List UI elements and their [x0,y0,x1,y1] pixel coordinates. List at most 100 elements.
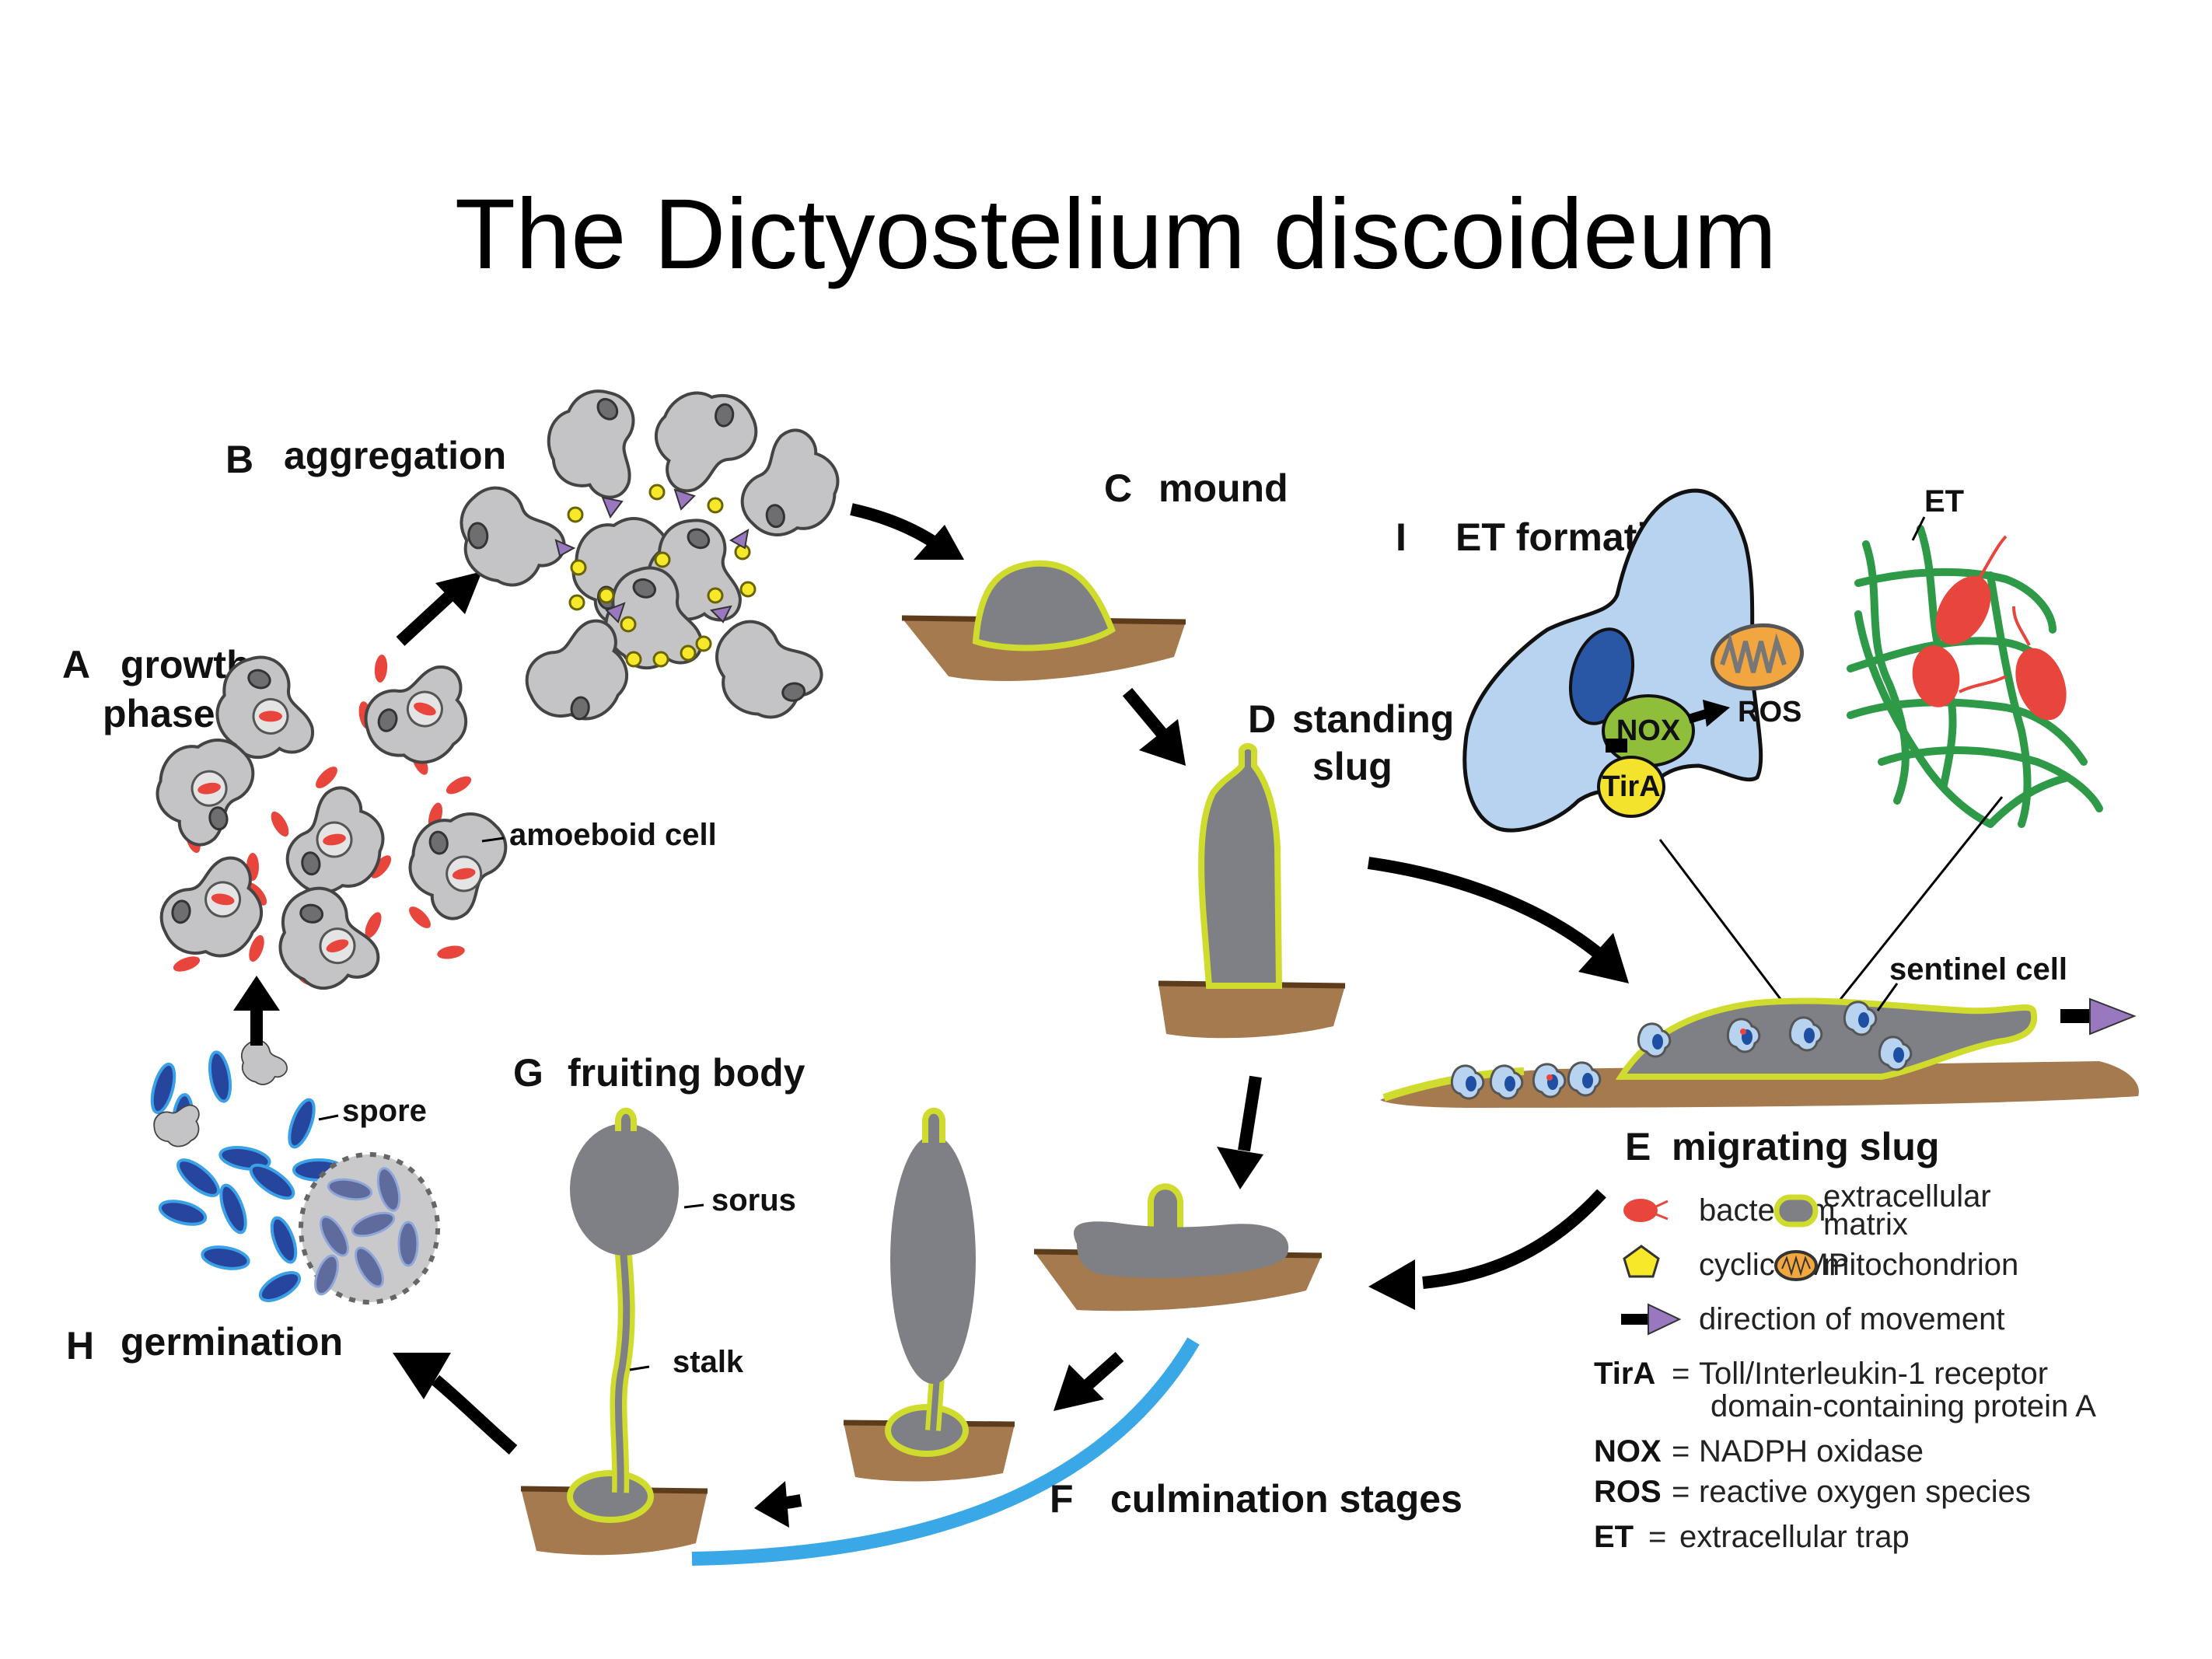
bacterium-icon [446,776,472,795]
abbreviation-et: ET = extracellular trap [1594,1520,1910,1554]
stage-f-culmination: F culmination stages [691,1107,1462,1566]
soil-icon [1158,983,1345,1039]
direction-arrowhead-icon [673,488,696,511]
zoom-callout-line-right [1837,796,2004,1002]
stage-h-label: germination [121,1320,343,1364]
stage-g-letter: G [513,1051,543,1095]
extracellular-matrix-icon [1773,1194,1819,1228]
mitochondrion-icon [1710,623,1805,691]
bacterium-icon [409,906,431,928]
cyclic-amp-icon [648,484,666,501]
abbr-definition-line1: Toll/Interleukin-1 receptor [1699,1357,2048,1391]
amoeboid-cell [274,780,393,900]
migrating-slug-icon [1615,997,2038,1080]
tira-icon [1597,756,1665,818]
culmination-sorus-icon [890,1135,976,1384]
stage-e-letter: E [1625,1125,1651,1168]
legend-label-line1: extracellular [1823,1179,1991,1214]
stage-g-label: fruiting body [568,1051,805,1095]
arrow-g-to-h [393,1353,518,1455]
stage-d-label-line1: standing [1292,697,1454,741]
cyclic-amp-icon [567,506,584,523]
page-title: The Dictyostelium discoideum [455,179,1777,290]
amoeboid-cell-leader [481,836,505,843]
stage-a-label-line2: phase [103,692,215,735]
stage-b-aggregation: B aggregation [225,374,847,728]
spore-icon [208,1050,232,1103]
bacterium-icon [316,767,337,788]
stalk-label: stalk [673,1345,744,1379]
arrowhead-icon [1217,1147,1263,1189]
cyclic-amp-icon [695,635,712,652]
spore-icon [288,1098,316,1149]
abbr-key: TirA [1594,1357,1655,1391]
chemotaxis-arrows [554,488,750,623]
amoeboid-cell-label: amoeboid cell [509,818,717,852]
spore-leader [318,1114,339,1121]
arrowhead-icon [1578,933,1629,983]
trapped-bacterium-icon [2015,648,2067,721]
abbr-key: ROS [1594,1475,1662,1509]
spore-icon [176,1158,220,1197]
sorus-cross-section [299,1152,440,1304]
abbr-eq: = [1672,1475,1690,1509]
abbreviation-nox: NOX = NADPH oxidase [1594,1434,1924,1469]
culmination-base-icon [885,1404,969,1457]
stage-e-label: migrating slug [1672,1125,1939,1168]
legend-label: cyclic AMP [1699,1248,1849,1282]
legend-label: mitochondrion [1823,1248,2018,1282]
stage-d-standing-slug: D standing slug [1158,697,1454,1039]
stage-e-migrating-slug: sentinel cell E migrating slug [1380,952,2139,1168]
aggregating-cells [456,374,847,728]
arrowhead-icon [393,1353,451,1399]
arrowhead-icon [1139,719,1186,766]
culmination-tip-icon [1148,1183,1183,1236]
cyclic-amp-icon [568,594,585,611]
tira-nox-arrow-icon [1606,739,1627,753]
amoeboid-cells [148,645,519,999]
spore-icon [258,1271,302,1302]
stage-c-mound: C mound [901,466,1288,681]
bacterium-icon [271,811,289,837]
direction-of-movement-icon [2060,997,2137,1036]
direction-arrow-icon [1621,1303,1682,1336]
et-leader [1911,516,1926,541]
cyclic-amp-icon [598,587,615,604]
arrowhead-icon [233,976,280,1011]
arrowhead-icon [435,571,482,614]
direction-arrowhead-icon [729,529,750,550]
camp-signals [567,484,757,668]
stage-c-label: mound [1158,466,1288,510]
stalk-leader [629,1365,650,1371]
amoeboid-cell [154,846,272,966]
stage-h-letter: H [66,1324,94,1367]
spore-icon [219,1183,247,1235]
spore-icon [201,1245,250,1270]
cyclic-amp-icon [620,616,637,633]
abbr-eq: = [1648,1520,1666,1554]
cyclic-amp-icon [739,581,757,598]
trapped-bacterium-icon [1935,575,1991,645]
cyclic-amp-icon [707,497,724,514]
stage-a-letter: A [62,643,90,686]
abbr-definition-line2: domain-containing protein A [1711,1389,2096,1423]
trapped-bacterium-icon [1912,645,1960,707]
sentinel-cell-leader [1876,983,1899,1011]
legend-label-line2: matrix [1823,1207,1908,1242]
arrow-d-to-f [1217,1075,1263,1189]
legend-item-extracellular-matrix: extracellular matrix [1773,1179,1991,1242]
standing-slug-icon [1198,742,1283,989]
legend-label: direction of movement [1699,1302,2005,1336]
germinating-amoeba-icon [240,1039,288,1085]
abbr-eq: = [1672,1357,1690,1391]
et-label: ET [1924,484,1964,519]
sentinel-cell [1843,1001,1878,1036]
legend-item-cyclic-amp: cyclic AMP [1623,1245,1849,1282]
bacterium-icon [365,912,382,938]
amoeboid-cell [148,732,266,853]
mound-icon [972,560,1116,651]
culmination-arc [691,1337,1200,1566]
legend: bacterium extracellular matrix cyclic AM… [1594,1179,2096,1554]
amoeboid-cell [271,881,390,999]
